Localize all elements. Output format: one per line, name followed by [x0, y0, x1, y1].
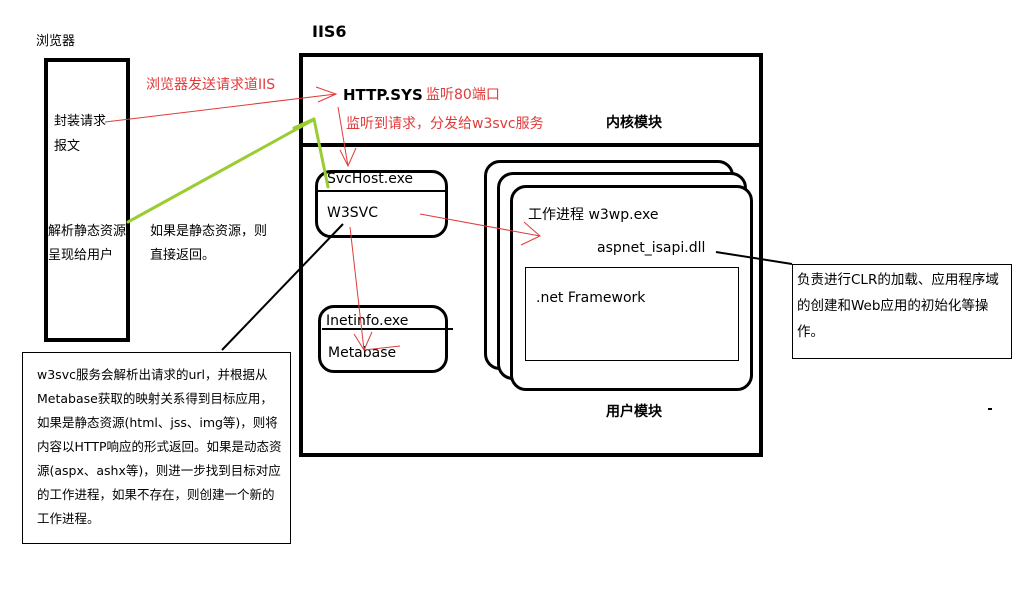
w3svc-to-worker-arrow: [419, 213, 541, 237]
metabase-label: Metabase: [328, 345, 397, 361]
browser-to-http-sys-arrow: [104, 93, 337, 123]
w3svc-label: W3SVC: [327, 205, 378, 221]
svchost-box: [315, 170, 448, 238]
user-mode-label: 用户模块: [606, 404, 662, 420]
metabase-return-stroke: [363, 345, 401, 351]
browser-line-3: 解析静态资源: [48, 224, 127, 239]
worker-title: 工作进程 w3wp.exe: [528, 207, 659, 223]
svchost-divider: [318, 190, 445, 192]
static-response-line-to-svchost: [312, 117, 330, 189]
static-return-line-2: 直接返回。: [150, 248, 216, 263]
static-response-line: [126, 118, 315, 224]
framework-box: [525, 267, 739, 361]
browser-line-4: 呈现给用户: [48, 248, 114, 263]
browser-line-2: 报文: [54, 139, 81, 154]
listen-port-label: 监听80端口: [426, 87, 500, 103]
http-sys-to-svchost-arrowhead: [339, 147, 357, 168]
isapi-note-pointer: [715, 251, 793, 265]
http-sys-label: HTTP.SYS: [343, 86, 423, 104]
browser-to-http-sys-arrowhead: [315, 86, 338, 103]
inetinfo-title: Inetinfo.exe: [326, 313, 409, 329]
w3svc-to-metabase-arrow: [349, 226, 365, 351]
static-response-tick: [292, 117, 316, 130]
aspnet-isapi-label: aspnet_isapi.dll: [597, 240, 706, 256]
browser-box: [44, 58, 130, 342]
iis-container: [299, 53, 763, 457]
w3svc-to-worker-arrowhead: [520, 221, 541, 246]
w3svc-note-pointer: [221, 223, 344, 351]
static-return-line-1: 如果是静态资源，则: [150, 224, 268, 239]
framework-label: .net Framework: [536, 290, 646, 306]
kernel-mode-label: 内核模块: [606, 115, 662, 131]
browser-line-1: 封装请求: [54, 114, 107, 129]
inetinfo-divider: [322, 328, 453, 330]
browser-title: 浏览器: [36, 34, 76, 49]
http-sys-to-svchost-arrow: [337, 106, 349, 167]
isapi-note: 负责进行CLR的加载、应用程序域的创建和Web应用的初始化等操作。: [792, 264, 1012, 359]
inetinfo-box: [318, 305, 448, 373]
browser-to-iis-label: 浏览器发送请求道IIS: [146, 77, 276, 93]
w3svc-note: w3svc服务会解析出请求的url，并根据从Metabase获取的映射关系得到目…: [22, 352, 291, 544]
kernel-user-divider: [299, 143, 763, 147]
iis-title: IIS6: [312, 22, 347, 41]
svchost-title: SvcHost.exe: [327, 171, 414, 187]
dispatch-label: 监听到请求，分发给w3svc服务: [346, 116, 544, 132]
